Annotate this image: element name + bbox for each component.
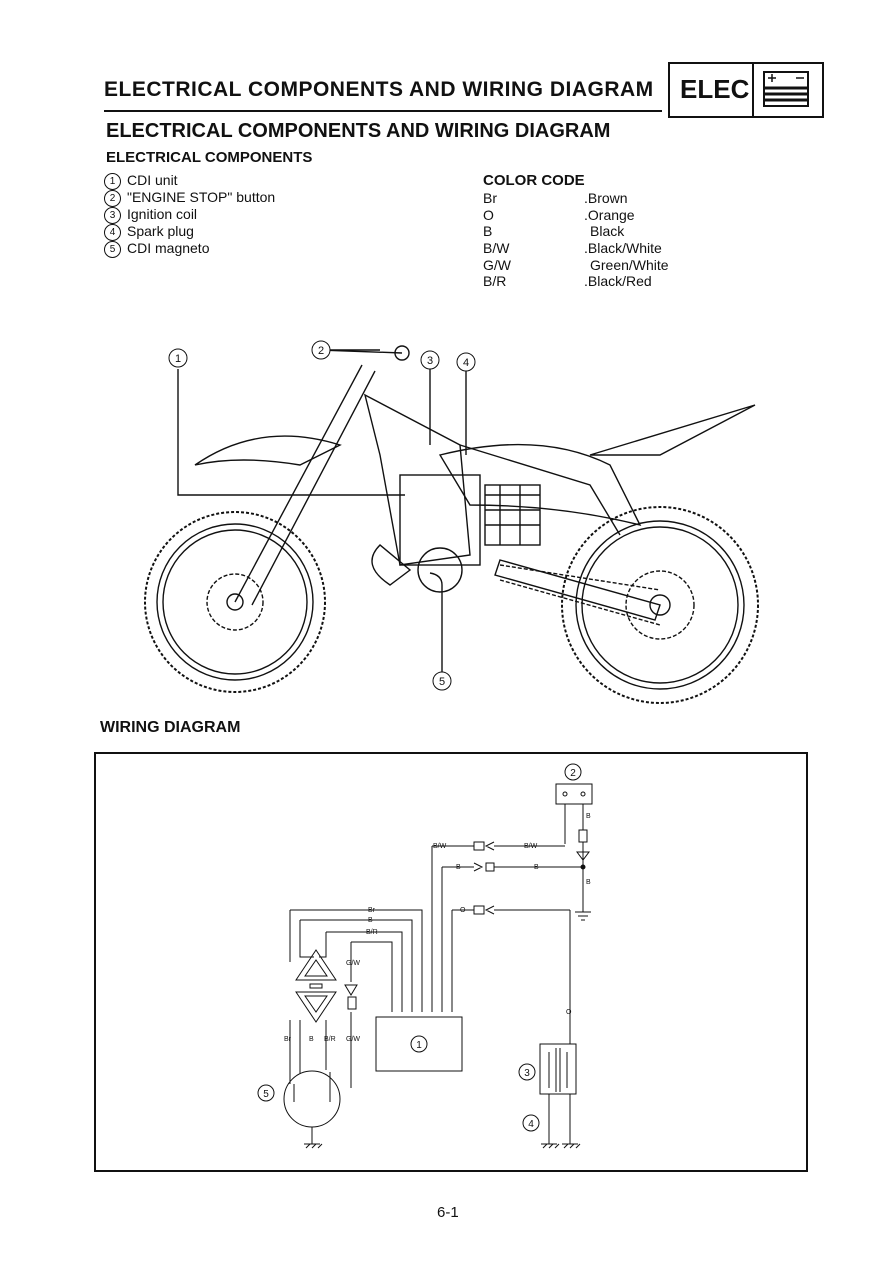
component-number: 2 [104, 189, 121, 207]
component-item: 5 CDI magneto [104, 240, 209, 258]
cdi-unit-symbol [375, 1016, 463, 1072]
header-rule [104, 110, 662, 112]
component-label: CDI unit [127, 172, 178, 188]
component-number: 5 [104, 240, 121, 258]
section-subtitle: ELECTRICAL COMPONENTS [106, 149, 313, 166]
callout-number: 4 [528, 1119, 534, 1130]
callout-circle [432, 671, 452, 691]
callout-number: 5 [263, 1089, 269, 1100]
callout-circle [420, 350, 440, 370]
wire-label: B/R [324, 1036, 336, 1043]
callout-circle [168, 348, 188, 368]
wire-label: B/W [524, 843, 538, 850]
component-number: 3 [104, 206, 121, 224]
component-item: 1 CDI unit [104, 172, 178, 190]
header-section-title: ELECTRICAL COMPONENTS AND WIRING DIAGRAM [104, 78, 654, 101]
component-label: Ignition coil [127, 206, 198, 222]
section-tab [668, 62, 824, 118]
callout-number: 1 [175, 353, 181, 365]
wire-label: B [586, 813, 591, 820]
callout-number: 1 [416, 1040, 422, 1051]
color-code-heading: COLOR CODE [483, 172, 585, 189]
wire-label: O [460, 907, 466, 914]
color-code-abbrev: B [483, 223, 493, 239]
wire-label: B [309, 1036, 314, 1043]
wire-label: G/W [346, 1036, 360, 1043]
wire-label: Br [368, 907, 376, 914]
color-code-abbrev: G/W [483, 257, 511, 273]
component-item: 4 Spark plug [104, 223, 194, 241]
callout-number: 5 [439, 676, 445, 688]
component-label: CDI magneto [127, 240, 210, 256]
color-code-abbrev: B/W [483, 240, 510, 256]
motorcycle-illustration: 1 2 3 4 5 [144, 340, 759, 704]
wire-label: B [456, 864, 461, 871]
callout-circle [456, 352, 476, 372]
section-tab-label: ELEC [680, 74, 750, 104]
wire-label: O [566, 1009, 572, 1016]
battery-icon [763, 71, 809, 107]
section-tab-divider [752, 62, 754, 118]
page-number: 6-1 [437, 1204, 459, 1221]
color-code-abbrev: O [483, 207, 494, 223]
wire-label: G/W [346, 960, 360, 967]
wiring-schematic: B/W B/W B B B B O Br B B/R G/W Br B B/R … [257, 763, 593, 1149]
wiring-diagram-frame [94, 752, 808, 1172]
wire-label: Br [284, 1036, 292, 1043]
component-item: 2 "ENGINE STOP" button [104, 189, 275, 207]
wiring-diagram-heading: WIRING DIAGRAM [100, 719, 241, 736]
wire-label: B [534, 864, 539, 871]
component-label: Spark plug [127, 223, 194, 239]
callout-number: 3 [524, 1068, 530, 1079]
engine-stop-button-symbol [555, 783, 593, 805]
color-code-abbrev: Br [483, 190, 497, 206]
cdi-magneto-symbol [283, 1070, 341, 1128]
color-code-name: Black [590, 223, 625, 239]
color-code-name: .Black/Red [584, 273, 652, 289]
color-code-name: .Orange [584, 207, 635, 223]
ignition-coil-symbol [539, 1043, 577, 1095]
component-number: 1 [104, 172, 121, 190]
component-item: 3 Ignition coil [104, 206, 197, 224]
color-code-name: Green/White [590, 257, 669, 273]
callout-number: 2 [318, 345, 324, 357]
callout-number: 3 [427, 355, 433, 367]
callout-number: 4 [463, 357, 469, 369]
color-code-abbrev: B/R [483, 273, 507, 289]
component-label: "ENGINE STOP" button [127, 189, 276, 205]
wire-label: B/R [366, 929, 378, 936]
callout-circle [311, 340, 331, 360]
color-code-name: .Brown [584, 190, 628, 206]
page-title: ELECTRICAL COMPONENTS AND WIRING DIAGRAM [106, 120, 611, 142]
wire-label: B [586, 879, 591, 886]
component-number: 4 [104, 223, 121, 241]
wire-label: B/W [433, 843, 447, 850]
wire-label: B [368, 917, 373, 924]
color-code-name: .Black/White [584, 240, 662, 256]
callout-number: 2 [570, 768, 576, 779]
